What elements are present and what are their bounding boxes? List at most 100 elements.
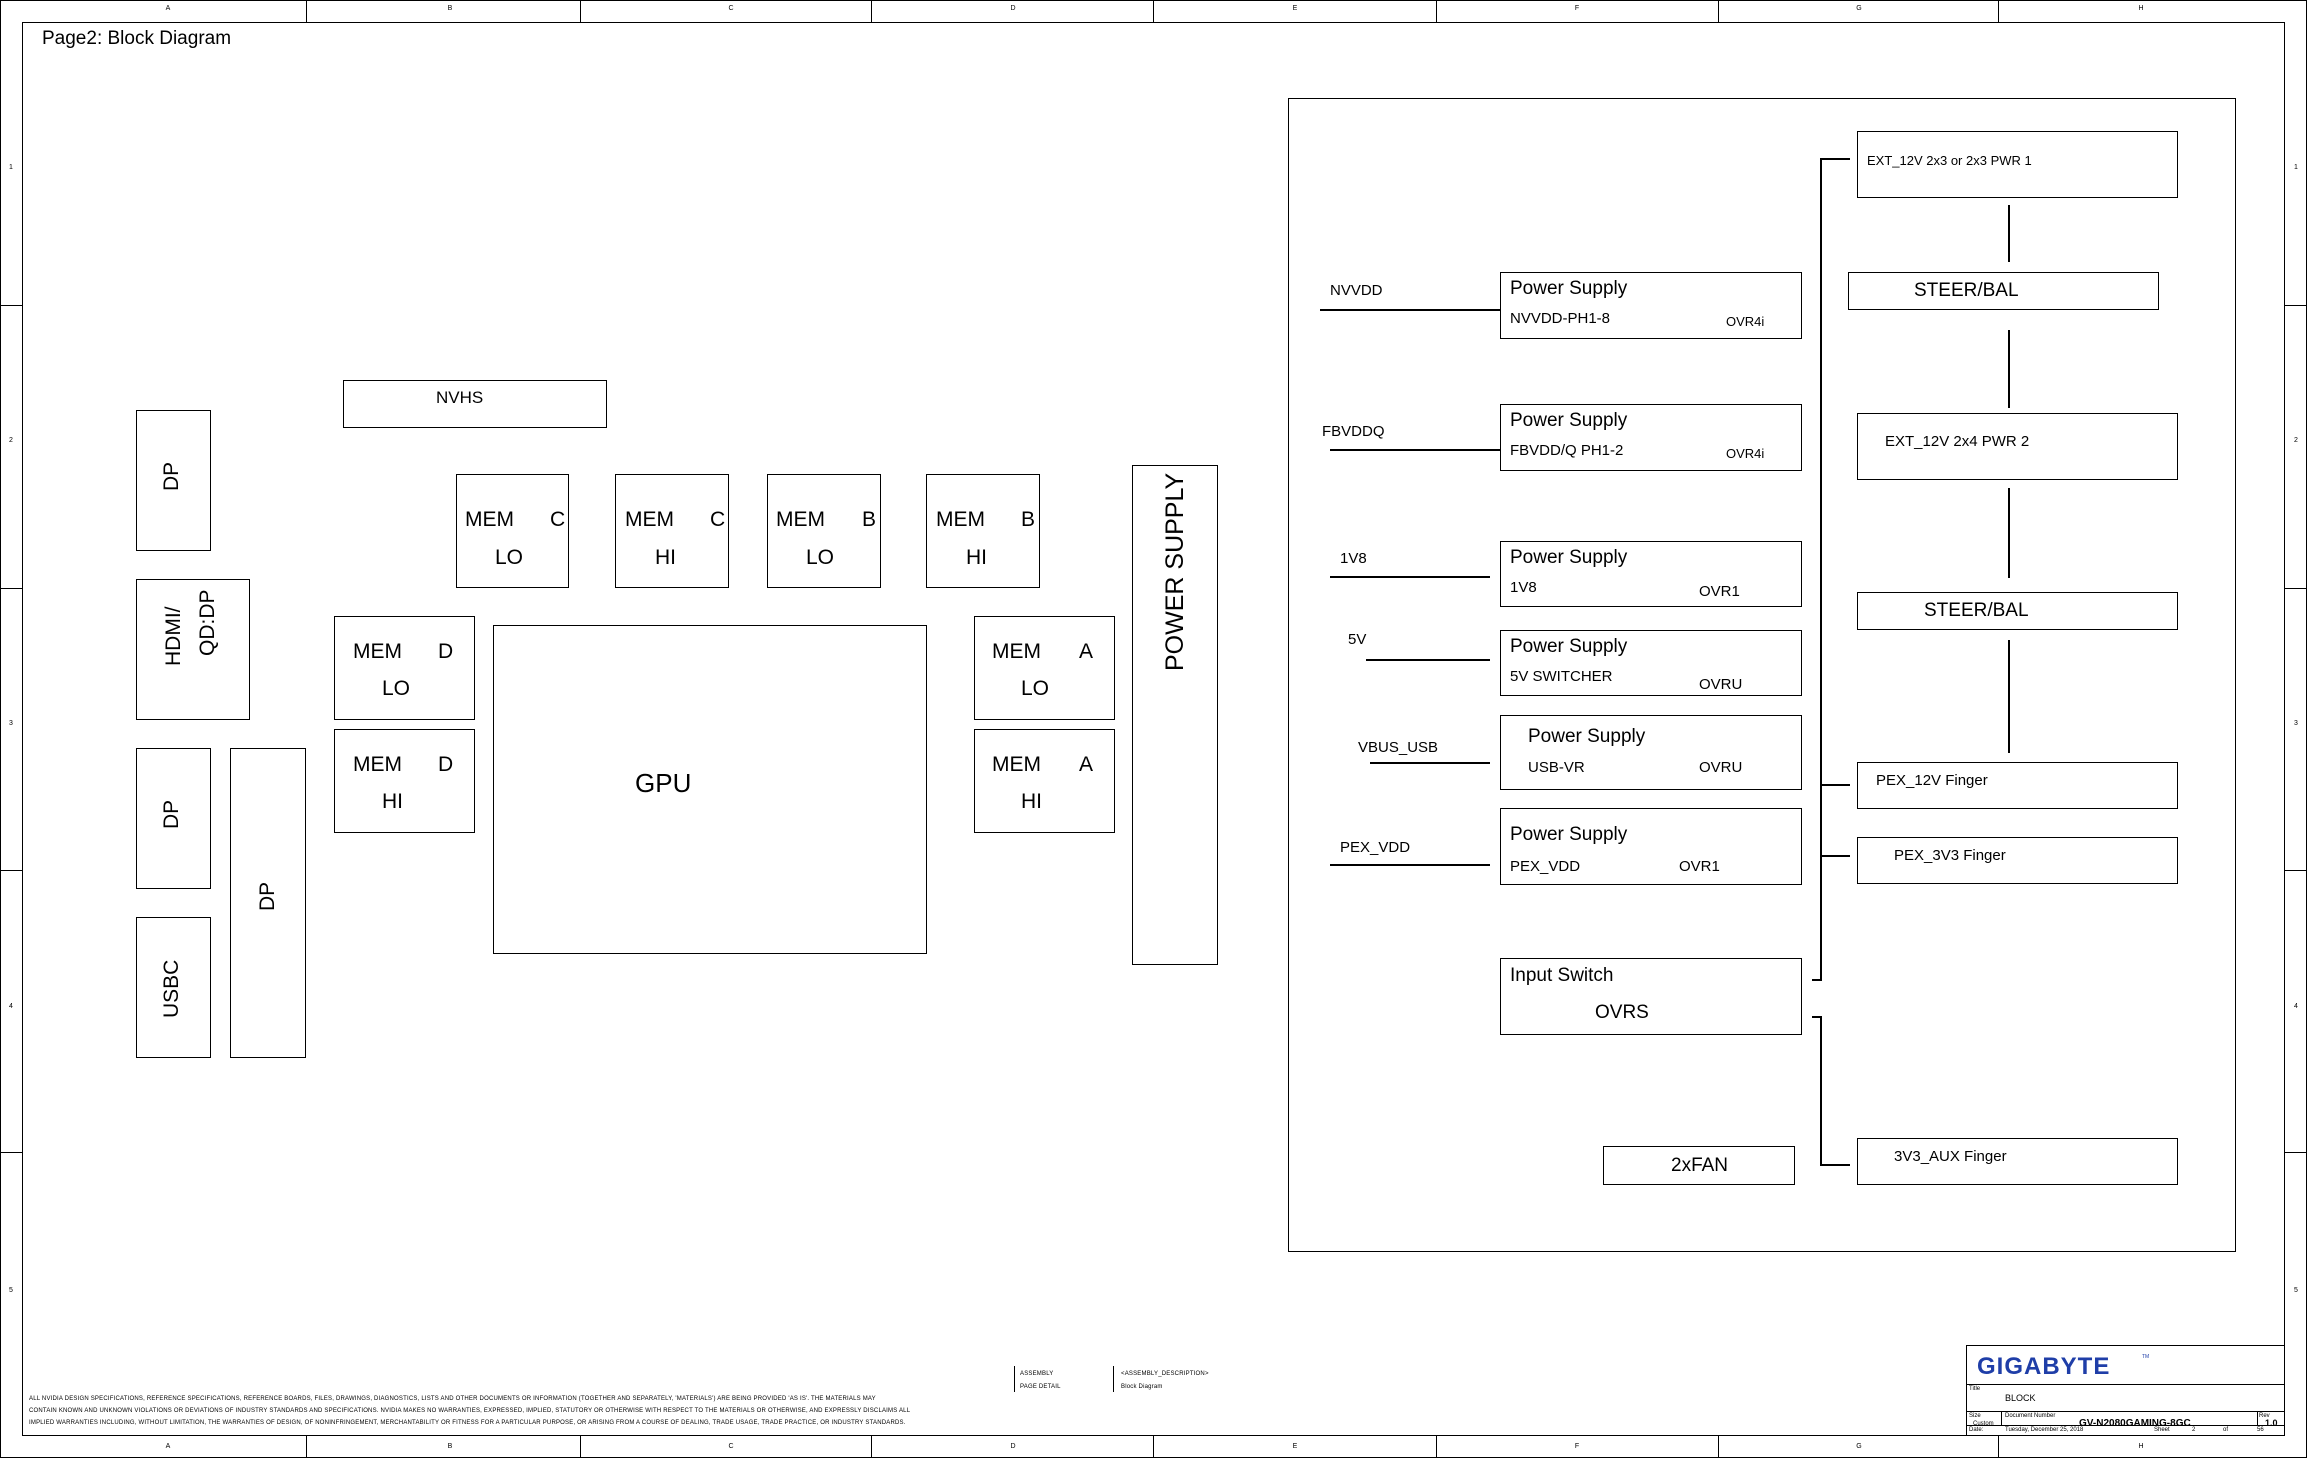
zone-label: F [1574,5,1580,12]
zone-tick [1998,1436,1999,1458]
rank-label: LO [806,546,835,569]
power-section-frame [1288,98,2236,1252]
title-row-divider [1967,1411,2284,1412]
input-switch-block: Input Switch OVRS [1500,958,1802,1035]
assembly-divider [1113,1366,1114,1392]
connector-line [2008,488,2010,578]
gigabyte-logo: GIGABYTE [1977,1353,2111,1380]
of-label: of [2223,1427,2229,1433]
zone-tick [1436,0,1437,22]
zone-label: A [165,1443,171,1450]
date-value: Tuesday, December 25, 2018 [2005,1427,2084,1433]
usbc-connector: USBC [136,917,211,1058]
net-line-1v8 [1330,576,1490,578]
zone-tick [2285,1152,2307,1153]
power-supply-title: Power Supply [1510,636,1628,657]
date-label: Date: [1969,1427,1984,1433]
net-label-pex-vdd: PEX_VDD [1340,839,1411,856]
connector-line [2008,205,2010,262]
zone-label: 4 [2294,1003,2298,1010]
zone-tick [1718,1436,1719,1458]
dp-connector-mid: DP [136,748,211,889]
bus-stub [1820,158,1850,160]
hdmi-connector: HDMI/ QD:DP [136,579,250,720]
zone-label: H [2138,5,2144,12]
power-supply-title: Power Supply [1510,278,1628,299]
connector-line [2008,330,2010,408]
mem-label: MEM [992,753,1041,776]
mem-a-lo-block: MEM A LO [974,616,1115,720]
rank-label: HI [382,790,403,813]
net-label-1v8: 1V8 [1340,550,1367,567]
gpu-label: GPU [635,768,692,798]
zone-label: B [447,1443,453,1450]
pex-12v-finger-block: PEX_12V Finger [1857,762,2178,809]
mem-label: MEM [992,640,1041,663]
zone-tick [580,1436,581,1458]
title-row-divider [1967,1425,2284,1426]
power-supply-sub: NVVDD-PH1-8 [1510,310,1611,327]
power-supply-vbus-usb: Power Supply USB-VR OVRU [1500,715,1802,790]
bus-stub [1820,1164,1850,1166]
zone-label: 3 [9,720,13,727]
zone-label: A [165,5,171,12]
zone-label: 3 [2294,720,2298,727]
steer-bal-top-block: STEER/BAL [1848,272,2159,310]
zone-label: B [447,5,453,12]
power-supply-sub: 1V8 [1510,579,1537,596]
bus-stub [1812,1016,1822,1018]
power-supply-tag: OVR4i [1726,314,1765,329]
power-supply-5v: Power Supply 5V SWITCHER OVRU [1500,630,1802,696]
net-label-5v: 5V [1348,631,1367,648]
fan-block: 2xFAN [1603,1146,1795,1185]
steer-bal-bottom-block: STEER/BAL [1857,592,2178,630]
bus-line [1820,158,1822,980]
net-line-pex-vdd [1330,864,1490,866]
zone-tick [2285,588,2307,589]
3v3-aux-label: 3V3_AUX Finger [1894,1148,2007,1165]
nvhs-label: NVHS [436,388,484,407]
zone-tick [0,870,22,871]
power-supply-tag: OVR4i [1726,446,1765,461]
title-row-divider [1967,1384,2284,1385]
channel-label: C [550,508,566,531]
bus-stub [1812,979,1822,981]
trademark-mark: TM [2142,1354,2150,1360]
rev-value: 1.0 [2265,1418,2278,1428]
channel-label: D [438,640,454,663]
power-supply-title: Power Supply [1528,726,1646,747]
pex-12v-label: PEX_12V Finger [1876,772,1988,789]
zone-label: 5 [9,1287,13,1294]
3v3-aux-finger-block: 3V3_AUX Finger [1857,1138,2178,1185]
steer-bal-label: STEER/BAL [1924,600,2029,621]
block-diagram-note: Block Diagram [1121,1384,1163,1390]
power-supply-nvvdd: Power Supply NVVDD-PH1-8 OVR4i [1500,272,1802,339]
disclaimer-line: ALL NVIDIA DESIGN SPECIFICATIONS, REFERE… [29,1396,876,1402]
power-supply-tag: OVR1 [1679,858,1720,875]
zone-tick [580,0,581,22]
mem-c-lo-block: MEM C LO [456,474,569,588]
page-title: Page2: Block Diagram [42,28,232,49]
power-supply-title: Power Supply [1510,410,1628,431]
mem-label: MEM [776,508,825,531]
mem-a-hi-block: MEM A HI [974,729,1115,833]
zone-tick [1436,1436,1437,1458]
dp-label: DP [256,881,279,911]
bus-stub [1820,784,1850,786]
power-supply-tag: OVR1 [1699,583,1740,600]
zone-label: H [2138,1443,2144,1450]
disclaimer-line: CONTAIN KNOWN AND UNKNOWN VIOLATIONS OR … [29,1408,911,1414]
power-supply-1v8: Power Supply 1V8 OVR1 [1500,541,1802,607]
zone-label: 2 [9,437,13,444]
qd-dp-label: QD:DP [196,589,219,656]
net-label-nvvdd: NVVDD [1330,282,1383,299]
power-supply-sub: FBVDD/Q PH1-2 [1510,442,1624,459]
mem-c-hi-block: MEM C HI [615,474,729,588]
rank-label: LO [382,677,411,700]
mem-b-lo-block: MEM B LO [767,474,881,588]
net-label-vbus-usb: VBUS_USB [1358,739,1439,756]
usbc-label: USBC [160,959,183,1018]
zone-label: G [1856,1443,1862,1450]
channel-label: B [862,508,877,531]
zone-tick [306,1436,307,1458]
